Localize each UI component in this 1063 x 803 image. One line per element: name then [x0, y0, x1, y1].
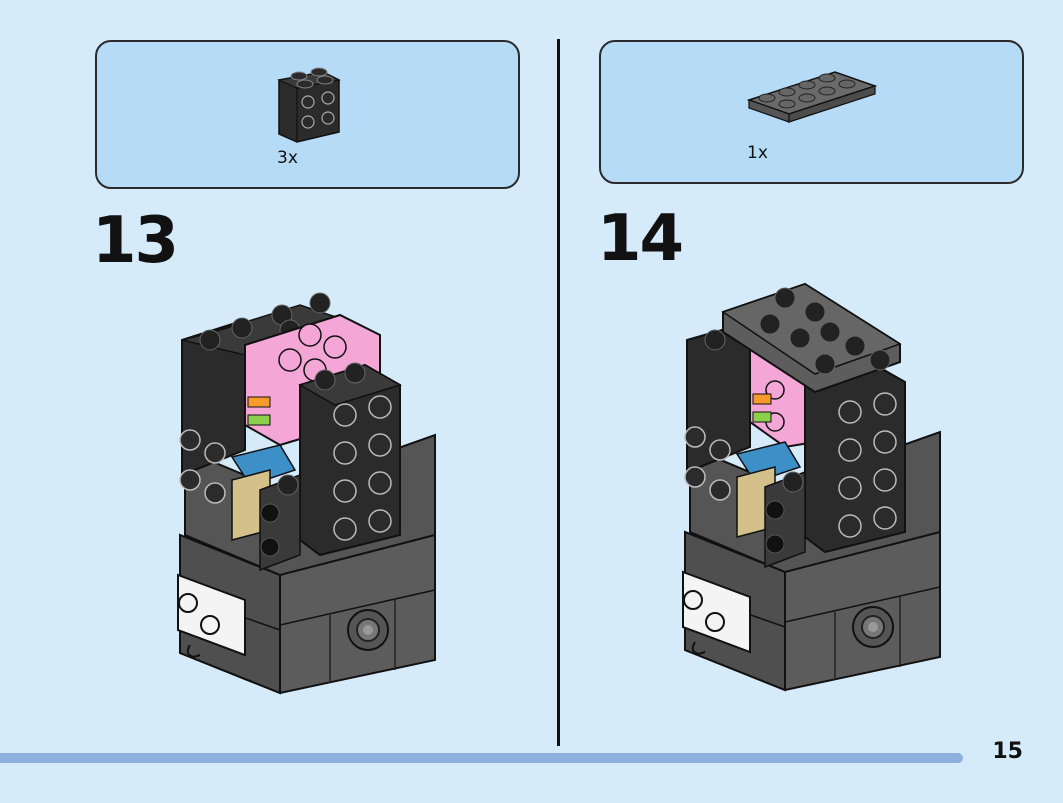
- step-divider: [557, 39, 560, 746]
- model-illustration-step-13: [177, 292, 436, 695]
- parts-panel-step-13: 3x: [95, 40, 520, 189]
- model-illustration-step-14: [682, 282, 941, 692]
- page-progress-bar: [0, 753, 963, 763]
- step-number: 13: [92, 204, 179, 278]
- part-quantity: 3x: [277, 148, 298, 168]
- step-number: 14: [597, 202, 684, 276]
- black-brick-2x2-side-studs-icon: [276, 67, 341, 143]
- parts-panel-step-14: 1x: [599, 40, 1024, 184]
- page-number: 15: [992, 739, 1023, 764]
- dark-grey-plate-2x4-icon: [746, 71, 878, 123]
- part-quantity: 1x: [747, 143, 768, 163]
